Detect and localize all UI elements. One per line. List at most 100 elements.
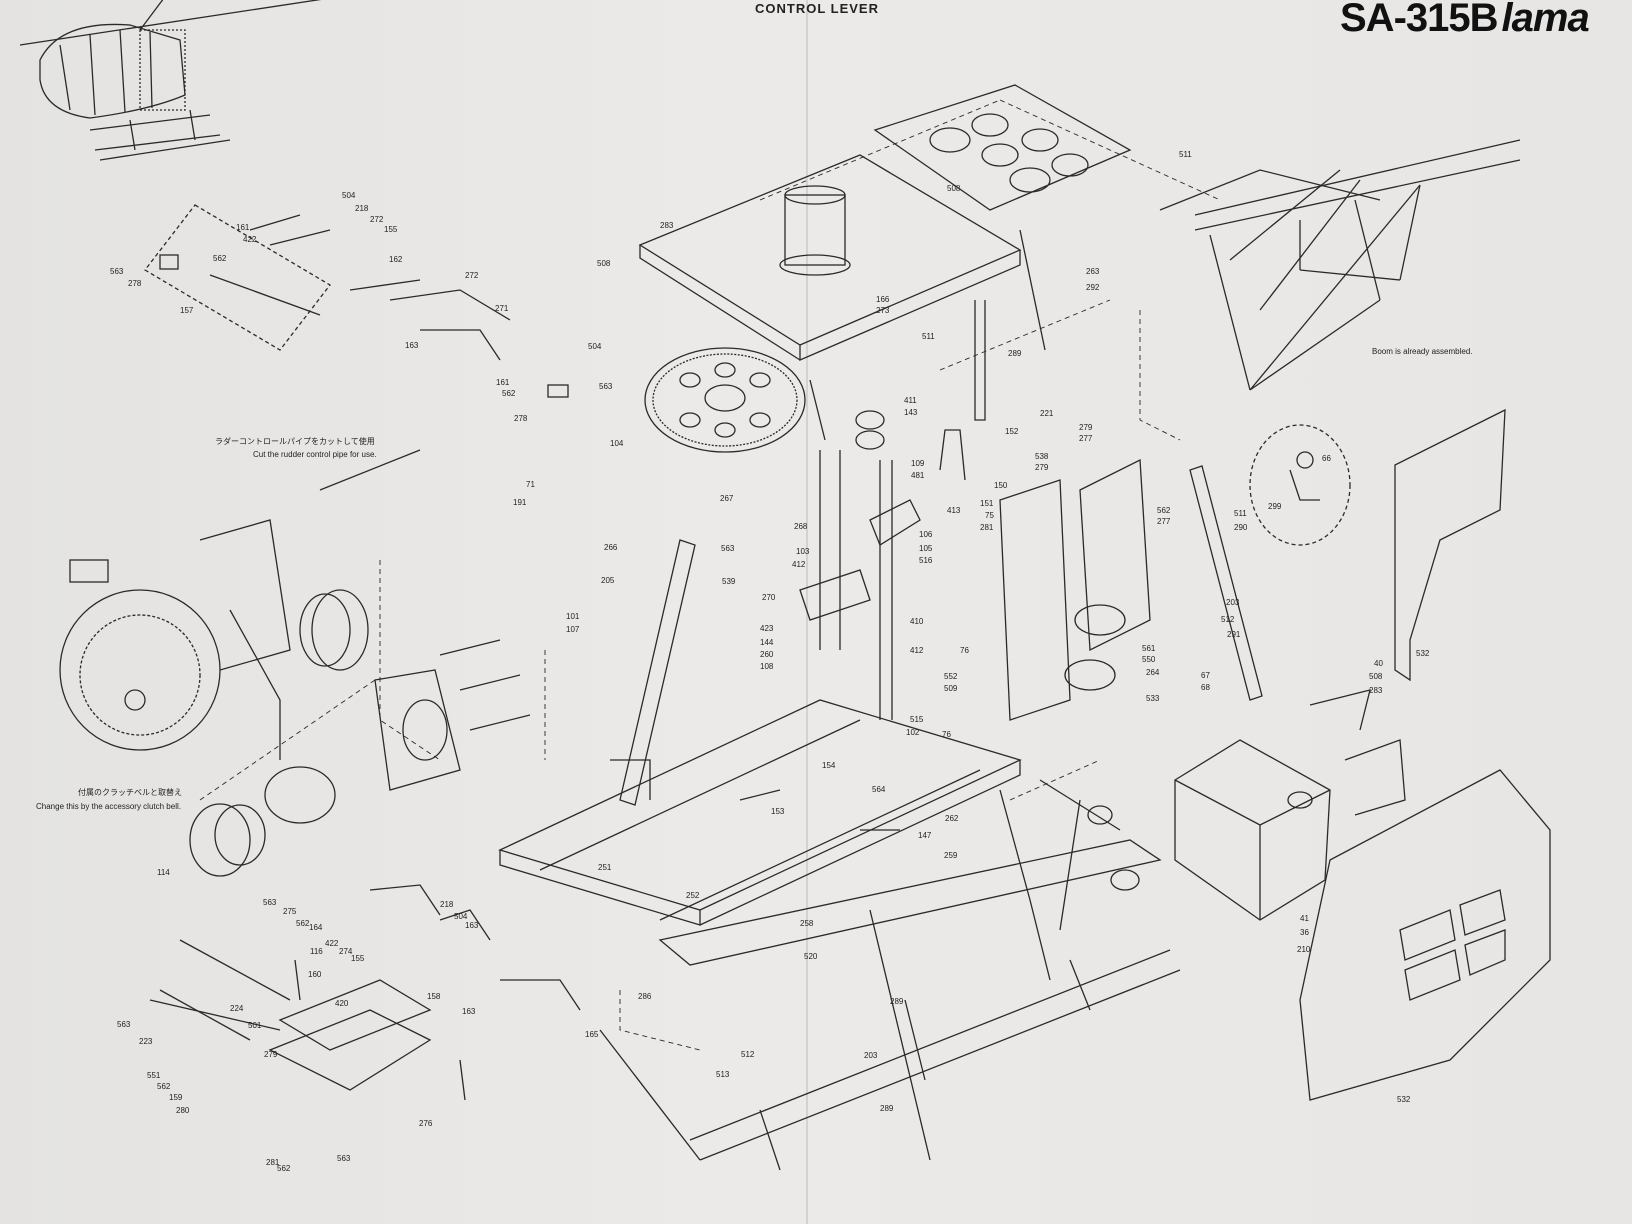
part-number-label: 562 <box>277 1164 291 1173</box>
part-number-label: 76 <box>942 730 951 739</box>
part-number-label: 218 <box>355 204 369 213</box>
side-frame-plates <box>999 458 1151 721</box>
part-number-label: 268 <box>794 522 808 531</box>
part-number-label: 563 <box>263 898 277 907</box>
part-number-label: 147 <box>918 831 932 840</box>
part-number-label: 412 <box>910 646 924 655</box>
part-number-label: 273 <box>876 306 890 315</box>
part-number-label: 551 <box>147 1071 161 1080</box>
part-number-label: 564 <box>872 785 886 794</box>
part-number-label: 481 <box>911 471 925 480</box>
part-number-label: 157 <box>180 306 194 315</box>
part-number-label: 292 <box>1086 283 1100 292</box>
part-number-label: 274 <box>339 947 353 956</box>
part-number-label: 509 <box>944 684 958 693</box>
part-number-label: 266 <box>604 543 618 552</box>
rudder-note-jp: ラダーコントロールパイプをカットして使用 <box>215 437 375 446</box>
part-number-label: 562 <box>502 389 516 398</box>
tail-pulley-detail <box>1249 424 1351 546</box>
part-number-label: 104 <box>610 439 624 448</box>
part-number-label: 511 <box>1179 150 1192 159</box>
part-number-label: 511 <box>922 332 935 341</box>
clutch-note-en: Change this by the accessory clutch bell… <box>36 802 181 811</box>
part-number-label: 76 <box>960 646 969 655</box>
part-number-label: 290 <box>1234 523 1248 532</box>
part-number-label: 562 <box>157 1082 171 1091</box>
side-panel <box>1394 408 1506 682</box>
part-number-label: 267 <box>720 494 734 503</box>
part-number-label: 279 <box>1079 423 1093 432</box>
part-number-label: 283 <box>660 221 674 230</box>
fuel-tank <box>1174 739 1331 921</box>
part-number-label: 513 <box>716 1070 730 1079</box>
part-number-label: 563 <box>599 382 613 391</box>
part-number-label: 511 <box>1234 509 1247 518</box>
part-number-label: 205 <box>601 576 615 585</box>
center-mechanics <box>799 410 966 720</box>
part-number-label: 280 <box>176 1106 190 1115</box>
clutch-assembly <box>189 639 531 877</box>
section-title: CONTROL LEVER <box>755 1 879 16</box>
part-number-label: 116 <box>310 947 323 956</box>
part-number-label: 281 <box>266 1158 280 1167</box>
part-number-label: 277 <box>1079 434 1093 443</box>
control-lever-set-top <box>144 204 569 398</box>
part-number-label: 106 <box>919 530 933 539</box>
part-number-label: 423 <box>760 624 774 633</box>
part-number-label: 154 <box>822 761 836 770</box>
part-number-label: 67 <box>1201 671 1210 680</box>
part-number-label: 224 <box>230 1004 244 1013</box>
part-number-label: 512 <box>1221 615 1235 624</box>
part-number-label: 107 <box>566 625 580 634</box>
part-number-label: 251 <box>598 863 612 872</box>
part-number-label: 144 <box>760 638 774 647</box>
main-frame-rails <box>498 699 1022 926</box>
part-number-label: 40 <box>1374 659 1383 668</box>
part-number-label: 218 <box>440 900 454 909</box>
part-number-label: 289 <box>890 997 904 1006</box>
part-number-label: 262 <box>945 814 959 823</box>
part-number-label: 153 <box>771 807 785 816</box>
part-number-label: 411 <box>904 396 917 405</box>
part-number-label: 223 <box>139 1037 153 1046</box>
part-number-label: 413 <box>947 506 961 515</box>
frame-posts <box>619 229 1263 806</box>
part-number-label: 152 <box>1005 427 1019 436</box>
part-number-label: 264 <box>1146 668 1160 677</box>
part-number-label: 162 <box>389 255 403 264</box>
part-number-label: 163 <box>462 1007 476 1016</box>
part-number-label: 516 <box>919 556 933 565</box>
part-number-label: 508 <box>1369 672 1383 681</box>
part-number-label: 271 <box>495 304 509 313</box>
part-number-label: 289 <box>1008 349 1022 358</box>
part-number-label: 283 <box>1369 686 1383 695</box>
part-number-label: 165 <box>585 1030 599 1039</box>
model-number: SA-315B <box>1340 0 1499 40</box>
part-number-label: 289 <box>880 1104 894 1113</box>
part-number-label: 163 <box>465 921 479 930</box>
part-number-label: 259 <box>944 851 958 860</box>
part-number-label: 515 <box>910 715 924 724</box>
part-number-label: 562 <box>296 919 310 928</box>
part-number-label: 562 <box>213 254 227 263</box>
part-number-label: 166 <box>876 295 890 304</box>
part-number-label: 538 <box>1035 452 1049 461</box>
part-number-label: 163 <box>405 341 419 350</box>
part-number-label: 501 <box>248 1021 262 1030</box>
part-number-label: 422 <box>243 235 257 244</box>
rudder-note-en: Cut the rudder control pipe for use. <box>253 450 377 459</box>
part-number-label: 161 <box>236 223 250 232</box>
part-number-label: 164 <box>309 923 323 932</box>
part-number-label: 272 <box>370 215 384 224</box>
part-number-label: 504 <box>454 912 468 921</box>
part-number-label: 422 <box>325 939 339 948</box>
part-number-label: 563 <box>117 1020 131 1029</box>
part-number-label: 260 <box>760 650 774 659</box>
part-number-label: 533 <box>1146 694 1160 703</box>
part-number-label: 221 <box>1040 409 1054 418</box>
assembly-guide-lines <box>199 99 1221 1051</box>
part-number-label: 504 <box>588 342 602 351</box>
